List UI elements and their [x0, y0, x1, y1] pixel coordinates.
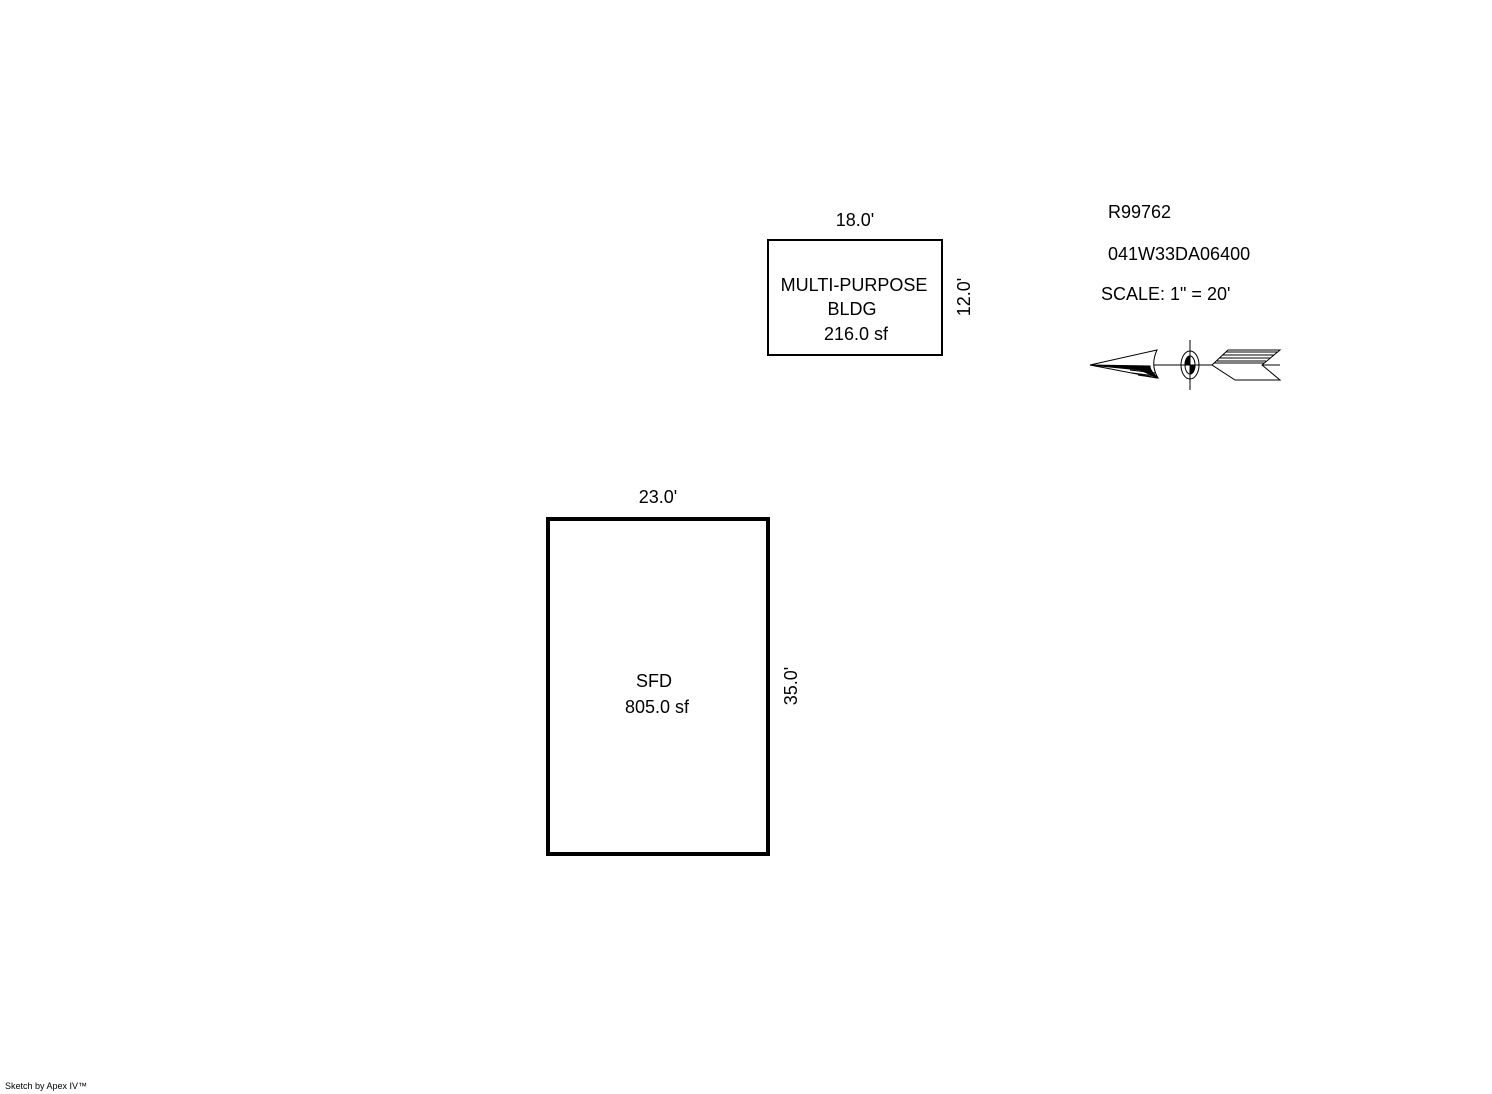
parcel-id: R99762 — [1108, 202, 1171, 222]
multi-purpose-width-label: 18.0' — [836, 210, 874, 230]
multi-purpose-area: 216.0 sf — [824, 324, 889, 344]
sfd-area: 805.0 sf — [625, 697, 690, 717]
sfd-width-label: 23.0' — [639, 487, 677, 507]
map-tax-lot: 041W33DA06400 — [1108, 244, 1250, 264]
multi-purpose-name-line2: BLDG — [827, 299, 876, 319]
sfd-outline — [546, 517, 770, 856]
sfd-name: SFD — [636, 671, 672, 691]
multi-purpose-bldg: 18.0' 12.0' MULTI-PURPOSE BLDG 216.0 sf — [767, 210, 974, 356]
sfd-depth-label: 35.0' — [781, 667, 801, 705]
multi-purpose-name-line1: MULTI-PURPOSE — [781, 275, 928, 295]
sfd-bldg: 23.0' 35.0' SFD 805.0 sf — [546, 487, 801, 856]
north-arrow-icon — [1089, 340, 1282, 390]
multi-purpose-depth-label: 12.0' — [954, 278, 974, 316]
footer-credit: Sketch by Apex IV™ — [5, 1081, 88, 1091]
multi-purpose-bldg-outline — [767, 239, 943, 356]
scale-label: SCALE: 1" = 20' — [1101, 284, 1230, 304]
